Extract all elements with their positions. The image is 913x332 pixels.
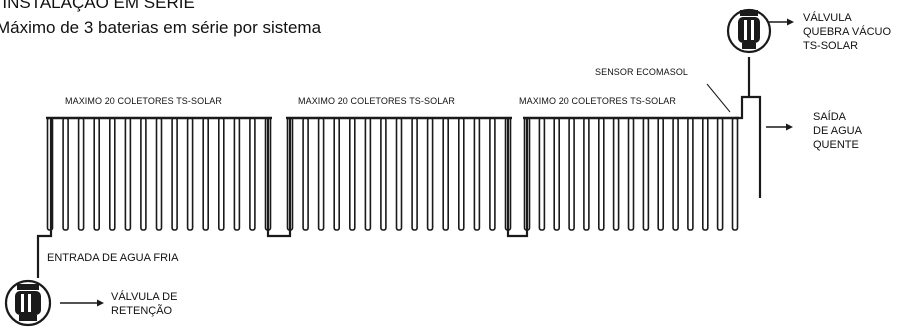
heading-line-2: Máximo de 3 baterias em série por sistem… [0,18,322,37]
collector-tube [473,117,481,231]
collector-tube [612,117,620,231]
collector-tube [302,117,309,231]
vacuum-valve-label: VÁLVULA QUEBRA VÁCUO TS-SOLAR [803,12,892,52]
collector-tube [701,117,709,231]
collector-tube [687,117,694,231]
pipe-network [36,68,762,278]
collector-tube [380,117,387,231]
sensor-pointer-line [706,83,731,113]
collector-tube [672,117,679,231]
cold-water-inlet-label: ENTRADA DE AGUA FRIA [47,252,179,264]
arrow-right-icon [766,123,793,131]
collector-tube [457,117,465,231]
collector-tube [124,117,132,231]
collector-tube [233,117,241,231]
collector-tube [553,117,561,231]
collector-tube [642,117,650,231]
pipe-segment [735,95,762,198]
collector-tube [442,117,450,231]
collector-tube [62,117,69,231]
battery-label-2: MAXIMO 20 COLETORES TS-SOLAR [298,96,456,106]
battery-label-3: MAXIMO 20 COLETORES TS-SOLAR [519,96,677,106]
heading-line-1: - INSTALAÇÃO EM SÉRIE [0,0,195,12]
valve-icon [4,279,52,327]
collector-tube [348,117,356,231]
arrow-right-icon [768,18,794,26]
collector-tube [249,117,256,231]
pipe-segment [36,118,53,278]
collector-tube [364,117,372,231]
sensor-label: SENSOR ECOMASOL [595,67,689,77]
collector-tube [202,117,209,231]
collector-tube [568,117,575,231]
collector-tubes [46,116,739,231]
collector-tube [317,117,325,231]
collector-tube [538,117,546,231]
battery-label-1: MAXIMO 20 COLETORES TS-SOLAR [65,96,223,106]
collector-tube [109,117,116,231]
collector-tube [333,117,341,231]
collector-tube [155,117,163,231]
valve-icon [726,8,772,68]
collector-tube [657,117,665,231]
collector-tube [716,117,724,231]
collector-tube [489,117,496,231]
collector-tube [395,117,403,231]
collector-tube [597,117,605,231]
collector-tube [140,117,147,231]
collector-tube [731,117,739,231]
collector-tube [583,117,590,231]
check-valve-label: VÁLVULA DE RETENÇÃO [111,291,178,317]
collector-tube [411,117,418,231]
collector-tube [171,117,178,231]
pipe-segment [266,118,292,238]
collector-tube [186,117,194,231]
hot-water-outlet-label: SAÍDA DE AGUA QUENTE [813,111,862,151]
pipe-segment [506,118,529,238]
arrow-right-icon [60,299,104,307]
collector-tube [218,117,225,231]
collector-tube [426,117,434,231]
collector-tube [627,117,635,231]
collector-tube [77,117,85,231]
collector-tube [93,117,100,231]
